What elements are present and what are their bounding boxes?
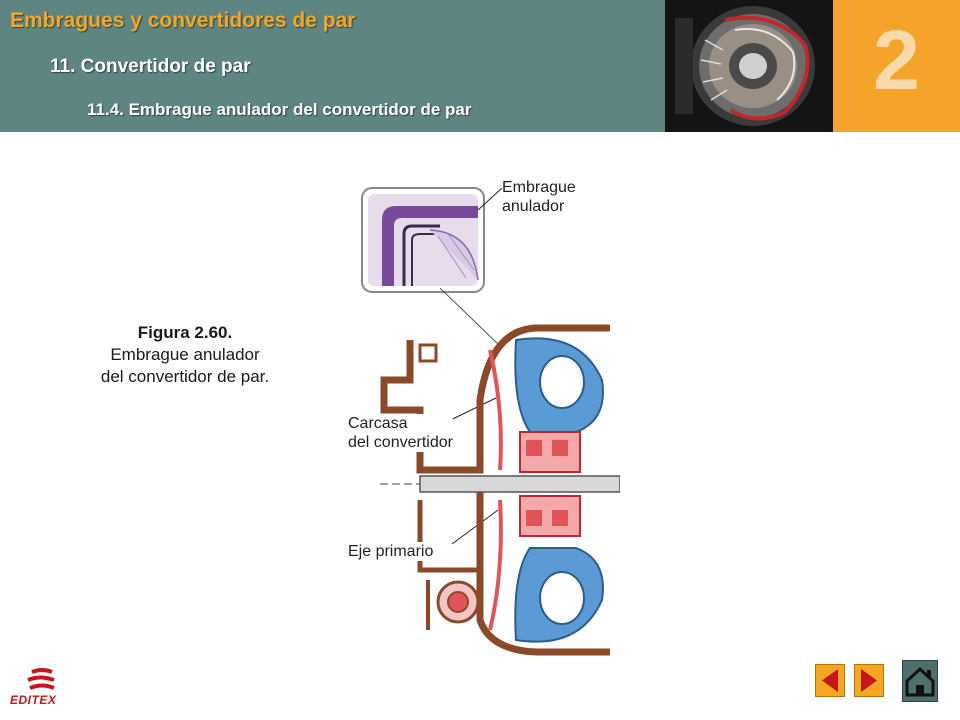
figure-caption-line-2: del convertidor de par.	[100, 367, 270, 386]
converter-diagram	[361, 187, 621, 656]
home-icon	[905, 666, 935, 697]
header-thumbnail-image	[665, 0, 833, 132]
figure-caption: Figura 2.60. Embrague anulador del conve…	[60, 322, 310, 388]
label-clutch-line-1: Embrague	[502, 179, 576, 196]
figure-caption-label: Figura 2.60.	[137, 323, 233, 342]
section-title: 11. Convertidor de par	[50, 56, 251, 77]
label-shaft: Eje primario	[348, 542, 434, 561]
converter-thumbnail-drawing	[665, 0, 833, 132]
header-bar: Embragues y convertidores de par 11. Con…	[0, 0, 665, 132]
arrow-right-icon	[861, 669, 877, 692]
figure-caption-line-1: Embrague anulador	[110, 345, 260, 364]
arrow-left-icon	[822, 669, 838, 692]
home-button[interactable]	[902, 660, 938, 702]
editex-logo	[8, 668, 78, 716]
chapter-badge: 2	[833, 0, 960, 132]
previous-slide-button[interactable]	[815, 664, 845, 697]
label-clutch: Embrague anulador	[502, 178, 576, 216]
label-housing-line-2: del convertidor	[348, 434, 453, 451]
chapter-number: 2	[873, 13, 920, 107]
subsection-title: 11.4. Embrague anulador del convertidor …	[87, 100, 472, 119]
label-housing: Carcasa del convertidor	[348, 414, 453, 452]
editex-logo-icon	[27, 668, 55, 690]
next-slide-button[interactable]	[854, 664, 884, 697]
editex-logo-text: EDITEX	[10, 693, 57, 707]
label-clutch-line-2: anulador	[502, 198, 565, 215]
label-housing-line-1: Carcasa	[348, 415, 408, 432]
page-title: Embragues y convertidores de par	[10, 9, 356, 32]
converter-cross-section-figure: Embrague anulador Carcasa del convertido…	[340, 170, 621, 670]
